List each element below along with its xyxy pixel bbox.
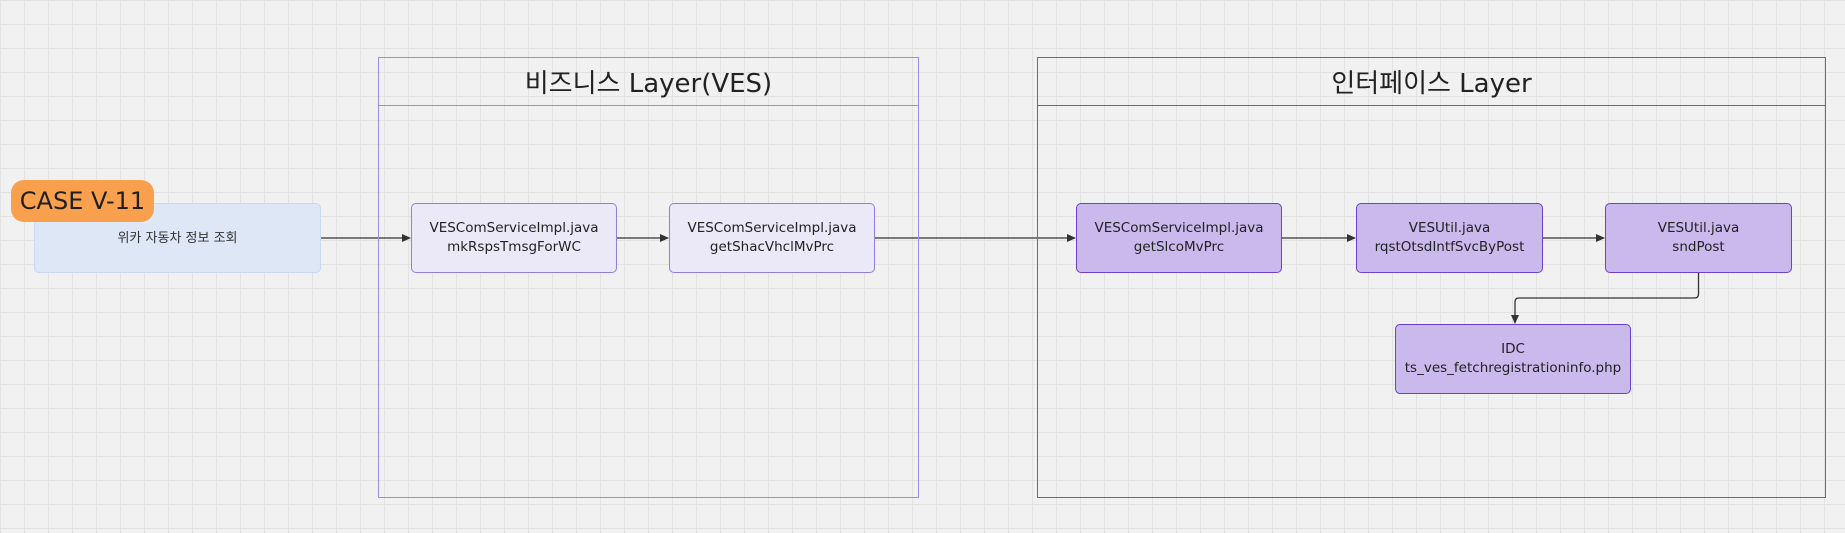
- node-method-label: getSlcoMvPrc: [1133, 239, 1225, 255]
- node-getslcomvprc[interactable]: VESComServiceImpl.java getSlcoMvPrc: [1076, 203, 1282, 273]
- node-class-label: VESUtil.java: [1408, 220, 1491, 236]
- node-method-label: mkRspsTmsgForWC: [447, 239, 581, 255]
- edge-n5-to-n6[interactable]: [1511, 273, 1700, 324]
- node-getshacvhclmvprc[interactable]: VESComServiceImpl.java getShacVhclMvPrc: [669, 203, 875, 273]
- node-class-label: VESComServiceImpl.java: [687, 220, 857, 236]
- node-class-label: VESUtil.java: [1657, 220, 1740, 236]
- node-method-label: getShacVhclMvPrc: [709, 239, 835, 255]
- node-class-label: VESComServiceImpl.java: [429, 220, 599, 236]
- node-method-label: sndPost: [1672, 239, 1725, 255]
- start-node-label: 위카 자동차 정보 조회: [117, 230, 238, 246]
- interface-layer[interactable]: 인터페이스 Layer: [1037, 57, 1826, 498]
- case-label: CASE V-11: [19, 187, 146, 215]
- node-rqstotsdintfsvcbypost[interactable]: VESUtil.java rqstOtsdIntfSvcByPost: [1356, 203, 1543, 273]
- node-idc-fetchregistrationinfo[interactable]: IDC ts_ves_fetchregistrationinfo.php: [1395, 324, 1631, 394]
- business-layer-title: 비즈니스 Layer(VES): [379, 58, 918, 106]
- node-method-label: rqstOtsdIntfSvcByPost: [1374, 239, 1525, 255]
- node-class-label: IDC: [1501, 341, 1525, 357]
- node-class-label: VESComServiceImpl.java: [1094, 220, 1264, 236]
- node-mkrspstmsgforwc[interactable]: VESComServiceImpl.java mkRspsTmsgForWC: [411, 203, 617, 273]
- interface-layer-title: 인터페이스 Layer: [1038, 58, 1825, 106]
- case-badge: CASE V-11: [11, 180, 154, 222]
- node-sndpost[interactable]: VESUtil.java sndPost: [1605, 203, 1792, 273]
- business-layer[interactable]: 비즈니스 Layer(VES): [378, 57, 919, 498]
- node-method-label: ts_ves_fetchregistrationinfo.php: [1404, 360, 1622, 376]
